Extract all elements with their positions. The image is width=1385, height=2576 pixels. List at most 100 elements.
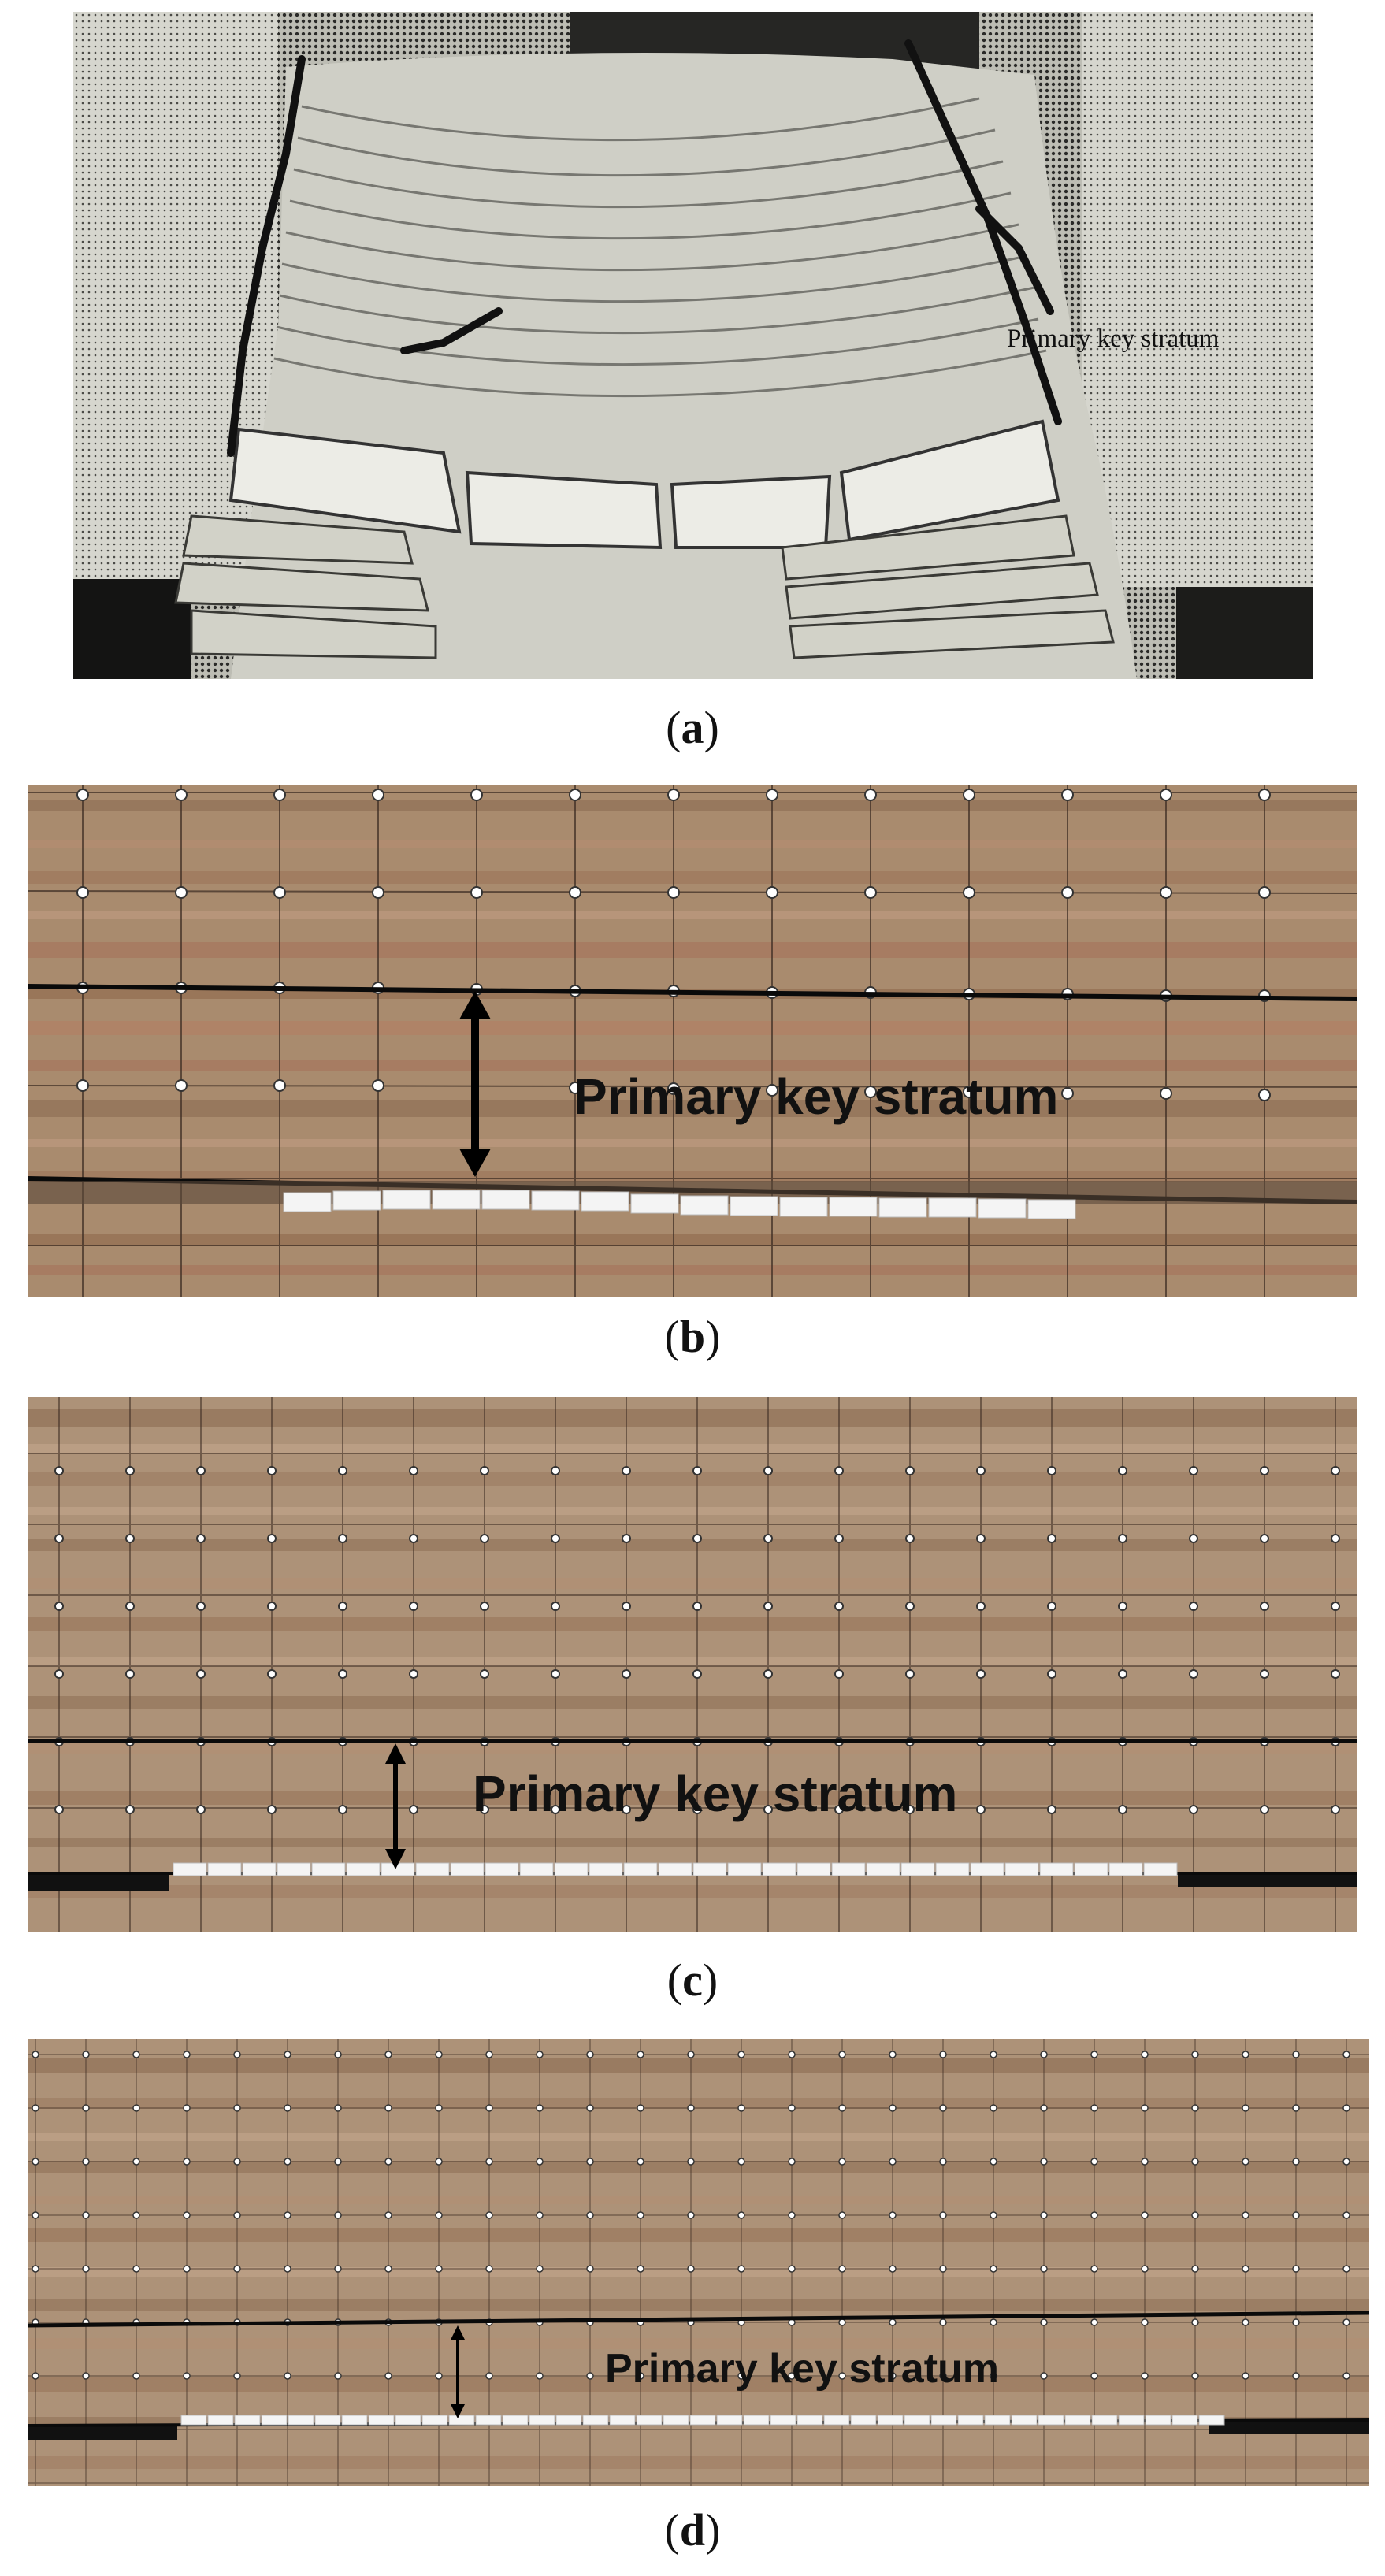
marker-dot bbox=[233, 2211, 241, 2219]
marker-dot bbox=[1292, 2051, 1300, 2058]
marker-dot bbox=[409, 1466, 418, 1475]
marker-dot bbox=[1040, 2211, 1048, 2219]
marker-dot bbox=[284, 2265, 291, 2273]
marker-dot bbox=[687, 2104, 695, 2112]
marker-dot bbox=[551, 1466, 560, 1475]
panel-b-label: Primary key stratum bbox=[574, 1068, 1058, 1125]
marker-dot bbox=[1242, 2318, 1249, 2326]
marker-dot bbox=[284, 2158, 291, 2166]
model-block bbox=[1108, 1862, 1143, 1876]
marker-dot bbox=[905, 1602, 915, 1611]
marker-dot bbox=[1040, 2104, 1048, 2112]
marker-dot bbox=[1040, 2372, 1048, 2380]
marker-dot bbox=[485, 2372, 493, 2380]
marker-dot bbox=[1260, 1534, 1269, 1543]
marker-dot bbox=[1342, 2051, 1350, 2058]
marker-dot bbox=[54, 1602, 64, 1611]
marker-dot bbox=[1331, 1669, 1340, 1679]
marker-dot bbox=[132, 2211, 140, 2219]
marker-dot bbox=[939, 2211, 947, 2219]
marker-dot bbox=[32, 2051, 39, 2058]
marker-dot bbox=[1191, 2372, 1199, 2380]
marker-dot bbox=[82, 2372, 90, 2380]
marker-dot bbox=[435, 2265, 443, 2273]
marker-dot bbox=[834, 1534, 844, 1543]
marker-dot bbox=[384, 2211, 392, 2219]
marker-dot bbox=[32, 2211, 39, 2219]
marker-dot bbox=[125, 1466, 135, 1475]
marker-dot bbox=[763, 1602, 773, 1611]
marker-dot bbox=[409, 1669, 418, 1679]
model-block bbox=[1064, 2415, 1091, 2426]
marker-dot bbox=[536, 2051, 544, 2058]
model-block bbox=[1038, 2415, 1064, 2426]
model-block bbox=[1171, 2415, 1198, 2426]
marker-dot bbox=[551, 1534, 560, 1543]
marker-dot bbox=[480, 1534, 489, 1543]
marker-dot bbox=[905, 1805, 915, 1814]
marker-dot bbox=[1090, 2211, 1098, 2219]
marker-dot bbox=[132, 2265, 140, 2273]
marker-dot bbox=[1118, 1602, 1127, 1611]
marker-dot bbox=[125, 1602, 135, 1611]
marker-dot bbox=[838, 2265, 846, 2273]
marker-dot bbox=[1189, 1805, 1198, 1814]
marker-dot bbox=[32, 2372, 39, 2380]
marker-dot bbox=[1191, 2104, 1199, 2112]
marker-dot bbox=[637, 2265, 644, 2273]
marker-dot bbox=[125, 1669, 135, 1679]
marker-dot bbox=[1242, 2372, 1249, 2380]
marker-dot bbox=[334, 2051, 342, 2058]
model-block bbox=[554, 1862, 589, 1876]
marker-dot bbox=[1118, 1669, 1127, 1679]
model-block bbox=[450, 1862, 485, 1876]
panel-a-label: Primary key stratum bbox=[1007, 325, 1220, 353]
marker-dot bbox=[889, 2318, 897, 2326]
marker-dot bbox=[1342, 2265, 1350, 2273]
marker-dot bbox=[637, 2104, 644, 2112]
marker-dot bbox=[889, 2104, 897, 2112]
model-block bbox=[180, 2415, 207, 2426]
marker-dot bbox=[284, 2211, 291, 2219]
marker-dot bbox=[183, 2265, 191, 2273]
marker-dot bbox=[737, 2265, 745, 2273]
marker-dot bbox=[788, 2104, 796, 2112]
marker-dot bbox=[334, 2104, 342, 2112]
model-block bbox=[311, 1862, 346, 1876]
marker-dot bbox=[990, 2158, 997, 2166]
marker-dot bbox=[586, 2158, 594, 2166]
marker-dot bbox=[1090, 2051, 1098, 2058]
marker-dot bbox=[233, 2158, 241, 2166]
marker-dot bbox=[132, 2372, 140, 2380]
marker-dot bbox=[1191, 2051, 1199, 2058]
marker-dot bbox=[838, 2158, 846, 2166]
marker-dot bbox=[196, 1466, 206, 1475]
marker-dot bbox=[939, 2104, 947, 2112]
marker-dot bbox=[384, 2104, 392, 2112]
marker-dot bbox=[1191, 2265, 1199, 2273]
marker-dot bbox=[1342, 2318, 1350, 2326]
marker-dot bbox=[637, 2051, 644, 2058]
marker-dot bbox=[334, 2265, 342, 2273]
model-block bbox=[984, 2415, 1011, 2426]
marker-dot bbox=[763, 1805, 773, 1814]
marker-dot bbox=[1090, 2104, 1098, 2112]
marker-dot bbox=[687, 2051, 695, 2058]
marker-dot bbox=[1040, 2051, 1048, 2058]
marker-dot bbox=[196, 1669, 206, 1679]
marker-dot bbox=[586, 2211, 594, 2219]
marker-dot bbox=[82, 2265, 90, 2273]
marker-dot bbox=[1189, 1669, 1198, 1679]
model-block bbox=[796, 2415, 823, 2426]
caption-c: (c) bbox=[667, 1954, 718, 2006]
marker-dot bbox=[1331, 1805, 1340, 1814]
marker-dot bbox=[838, 2372, 846, 2380]
marker-dot bbox=[1191, 2318, 1199, 2326]
model-block bbox=[529, 2415, 555, 2426]
model-block bbox=[850, 2415, 877, 2426]
model-block bbox=[346, 1862, 381, 1876]
marker-dot bbox=[132, 2051, 140, 2058]
marker-dot bbox=[480, 1602, 489, 1611]
marker-dot bbox=[196, 1602, 206, 1611]
marker-dot bbox=[622, 1669, 631, 1679]
